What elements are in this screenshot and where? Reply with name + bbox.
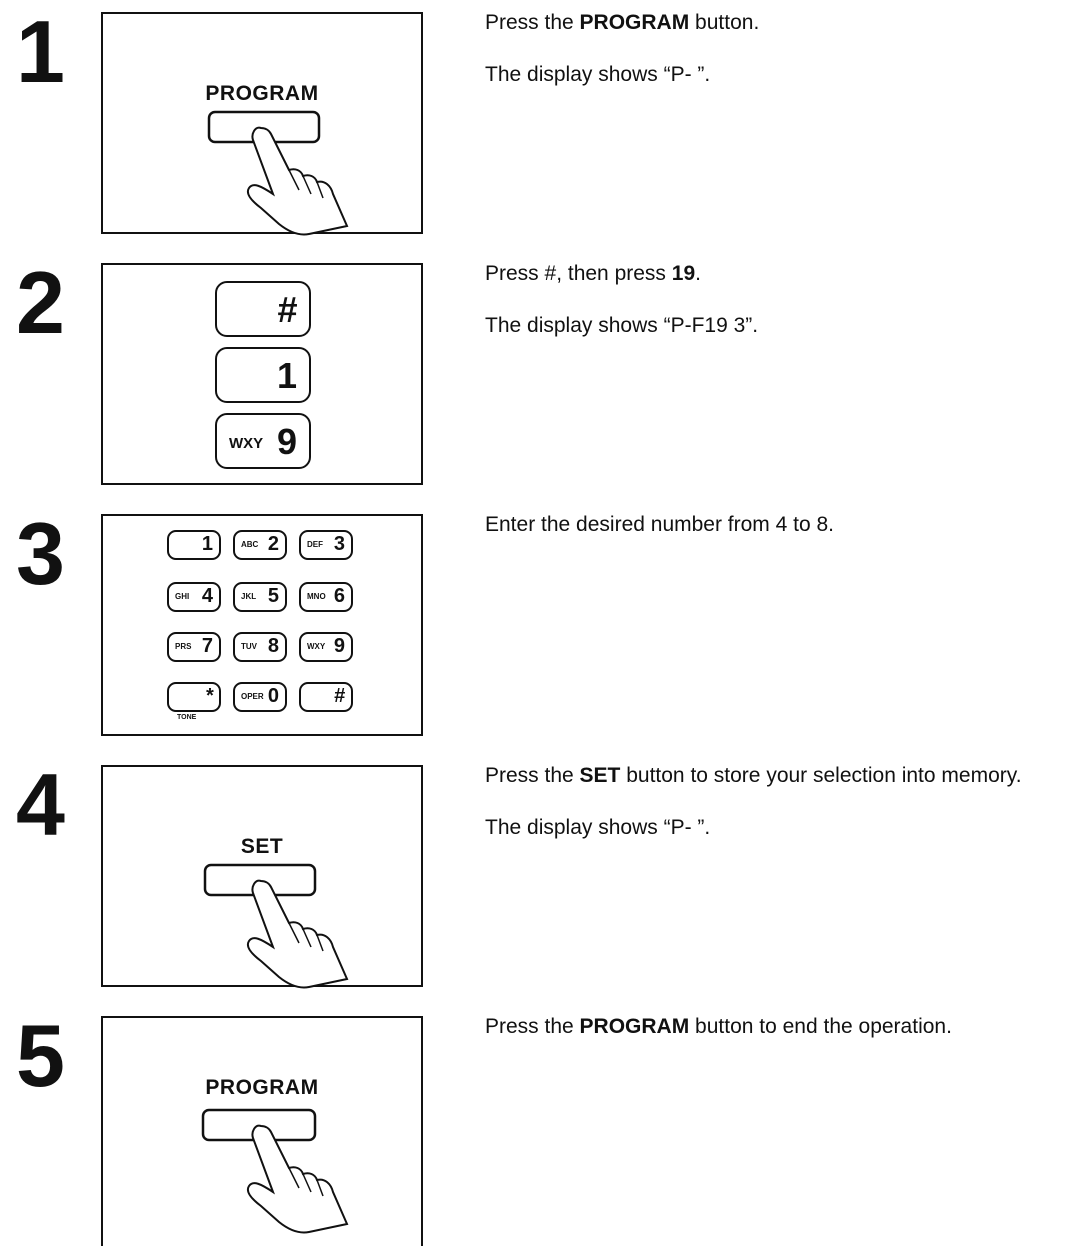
hash-key: # <box>215 281 311 337</box>
key-letters: WXY <box>307 642 325 651</box>
keypad-key: JKL 5 <box>233 582 287 612</box>
key-digit: 4 <box>202 585 213 608</box>
keypad-key: PRS 7 <box>167 632 221 662</box>
step-instructions: Enter the desired number from 4 to 8. <box>485 510 1065 562</box>
keypad-key: OPER 0 <box>233 682 287 712</box>
one-key: 1 <box>215 347 311 403</box>
instruction-line: Press the PROGRAM button to end the oper… <box>485 1012 1075 1042</box>
tone-label: TONE <box>177 714 196 721</box>
key-digit: # <box>334 685 345 708</box>
step-number: 3 <box>16 510 65 598</box>
key-letters: OPER <box>241 692 264 701</box>
key-letters: PRS <box>175 642 191 651</box>
step-number: 2 <box>16 259 65 347</box>
keypad-key: GHI 4 <box>167 582 221 612</box>
instruction-line: Press #, then press 19. <box>485 259 1065 289</box>
step-number: 4 <box>16 761 65 849</box>
hand-pressing-button-icon <box>103 1102 423 1242</box>
keypad-key: DEF 3 <box>299 530 353 560</box>
keypad-key: TUV 8 <box>233 632 287 662</box>
key-digit: * <box>205 685 213 708</box>
keypad-key: 1 <box>167 530 221 560</box>
key-letters: MNO <box>307 592 326 601</box>
step-instructions: Press the PROGRAM button. The display sh… <box>485 8 1065 113</box>
key-letters: GHI <box>175 592 189 601</box>
button-label: PROGRAM <box>103 82 421 106</box>
set-button-illustration: SET <box>101 765 423 987</box>
keys-illustration: # 1 WXY 9 <box>101 263 423 485</box>
key-letters: TUV <box>241 642 257 651</box>
instruction-line: Press the PROGRAM button. <box>485 8 1065 38</box>
instruction-line: Enter the desired number from 4 to 8. <box>485 510 1065 540</box>
key-digit: 0 <box>268 685 279 708</box>
key-digit: 5 <box>268 585 279 608</box>
instruction-line: Press the SET button to store your selec… <box>485 761 1045 791</box>
step-number: 5 <box>16 1012 65 1100</box>
keypad-key: # <box>299 682 353 712</box>
key-letters: DEF <box>307 540 323 549</box>
keypad-key: * <box>167 682 221 712</box>
hand-pressing-button-icon <box>103 104 423 244</box>
key-digit: 8 <box>268 635 279 658</box>
display-note: The display shows “P-F19 3”. <box>485 311 1065 341</box>
step-instructions: Press the SET button to store your selec… <box>485 761 1045 866</box>
nine-key: WXY 9 <box>215 413 311 469</box>
program-button-illustration: PROGRAM <box>101 1016 423 1246</box>
key-letters: JKL <box>241 592 256 601</box>
key-digit: 3 <box>334 533 345 556</box>
program-button-illustration: PROGRAM <box>101 12 423 234</box>
button-label: PROGRAM <box>103 1076 421 1100</box>
key-digit: 6 <box>334 585 345 608</box>
keypad-key: ABC 2 <box>233 530 287 560</box>
step-number: 1 <box>16 8 65 96</box>
key-digit: 9 <box>334 635 345 658</box>
keypad-key: MNO 6 <box>299 582 353 612</box>
key-digit: 2 <box>268 533 279 556</box>
key-letters: ABC <box>241 540 258 549</box>
key-digit: 7 <box>202 635 213 658</box>
step-instructions: Press #, then press 19. The display show… <box>485 259 1065 364</box>
display-note: The display shows “P- ”. <box>485 813 1045 843</box>
keypad-key: WXY 9 <box>299 632 353 662</box>
display-note: The display shows “P- ”. <box>485 60 1065 90</box>
step-instructions: Press the PROGRAM button to end the oper… <box>485 1012 1075 1064</box>
key-digit: 1 <box>202 533 213 556</box>
button-label: SET <box>103 835 421 859</box>
hand-pressing-button-icon <box>103 857 423 997</box>
